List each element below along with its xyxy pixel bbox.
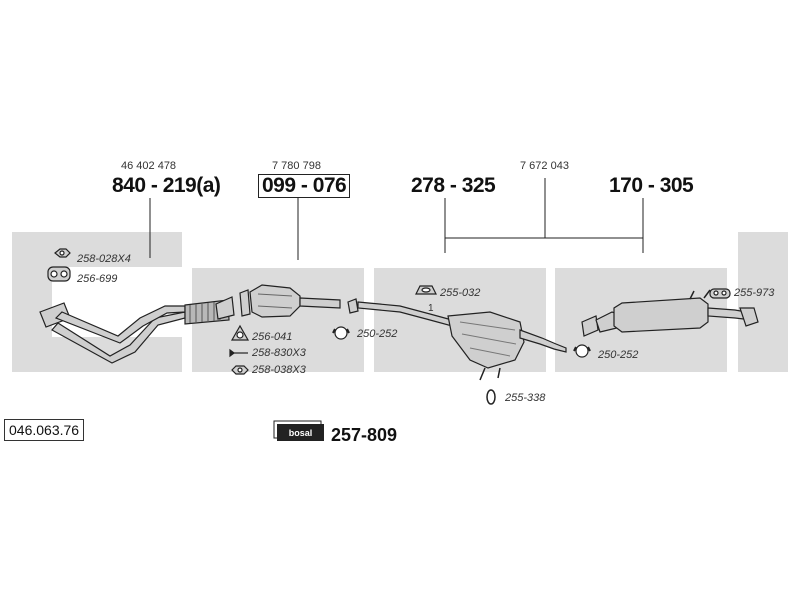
- reference-number-box: 046.063.76: [4, 419, 85, 441]
- part-number-catalyst[interactable]: 099 - 076: [258, 174, 351, 198]
- accessory-code[interactable]: 256-041: [252, 331, 293, 343]
- clamp-icon: [332, 326, 350, 340]
- bosal-logo: [273, 420, 324, 441]
- part-number-rear-muffler[interactable]: 170 - 305: [609, 174, 694, 197]
- catalytic-converter-part: [239, 284, 341, 318]
- accessory-code[interactable]: 255-032: [440, 287, 481, 299]
- rear-muffler-part: [581, 289, 759, 337]
- accessory-code[interactable]: 255-338: [505, 392, 546, 404]
- accessory-code[interactable]: 258-038X3: [252, 364, 306, 376]
- oem-number-front-pipe: 46 402 478: [121, 160, 177, 172]
- accessory-code[interactable]: 250-252: [598, 349, 639, 361]
- clamp-icon: [573, 344, 591, 358]
- leader-lines: [149, 178, 644, 260]
- bolt-icon: [229, 348, 248, 358]
- accessory-code[interactable]: 256-699: [77, 273, 118, 285]
- nut-icon: [231, 365, 249, 375]
- pipe-marker-label: 1: [428, 303, 434, 314]
- accessory-code[interactable]: 258-028X4: [77, 253, 131, 265]
- oem-number-muffler-assembly: 7 672 043: [520, 160, 569, 172]
- front-pipe-part: [39, 296, 235, 364]
- triangle-gasket-icon: [230, 324, 250, 341]
- bosal-logo-text: bosal: [288, 428, 313, 438]
- rubber-mount-icon: [415, 285, 437, 295]
- oem-number-catalyst: 7 780 798: [272, 160, 321, 172]
- rubber-ring-icon: [486, 389, 496, 405]
- accessory-code[interactable]: 255-973: [734, 287, 775, 299]
- mounting-kit-number[interactable]: 257-809: [331, 425, 398, 445]
- nut-icon: [54, 248, 71, 258]
- part-number-center-muffler[interactable]: 278 - 325: [411, 174, 496, 197]
- accessory-code[interactable]: 258-830X3: [252, 347, 306, 359]
- center-muffler-part: [347, 298, 567, 381]
- rubber-mount-icon: [709, 288, 731, 299]
- flange-gasket-icon: [47, 266, 71, 282]
- accessory-code[interactable]: 250-252: [357, 328, 398, 340]
- part-number-front-pipe[interactable]: 840 - 219(a): [112, 174, 221, 197]
